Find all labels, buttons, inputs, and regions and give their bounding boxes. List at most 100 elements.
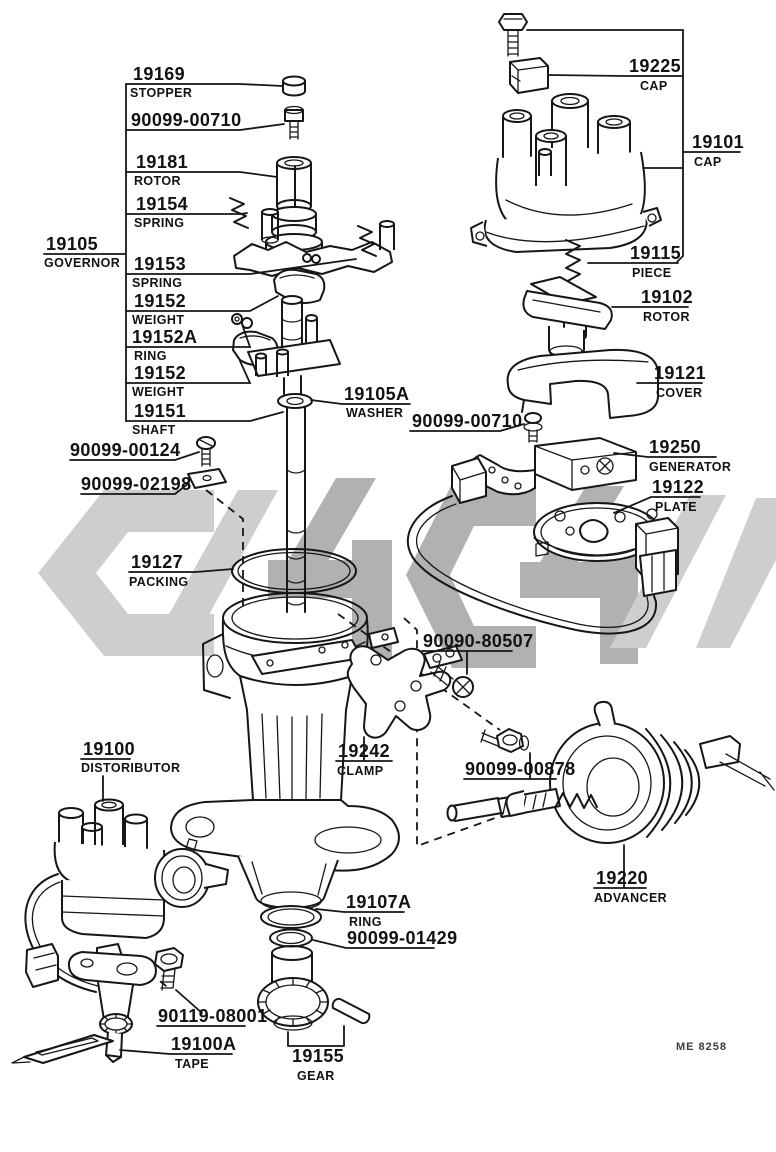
svg-text:90099-00710: 90099-00710 [131,110,242,130]
svg-text:19151: 19151 [134,401,186,421]
drawing-cap-assembly [470,13,662,342]
svg-text:SHAFT: SHAFT [132,423,176,437]
svg-text:90090-80507: 90090-80507 [423,631,534,651]
drawing-advancer [446,700,775,844]
svg-text:ROTOR: ROTOR [134,174,181,188]
svg-text:90099-00878: 90099-00878 [465,759,576,779]
svg-text:SPRING: SPRING [132,276,182,290]
svg-text:CAP: CAP [694,155,722,169]
svg-text:RING: RING [134,349,167,363]
svg-text:ROTOR: ROTOR [643,310,690,324]
svg-text:CAP: CAP [640,79,668,93]
svg-text:19105: 19105 [46,234,98,254]
svg-text:19107A: 19107A [346,892,411,912]
svg-text:CLAMP: CLAMP [337,764,383,778]
svg-text:19101: 19101 [692,132,744,152]
svg-text:19100A: 19100A [171,1034,236,1054]
drawing-clamp-screws [346,645,530,753]
label-19100A: 19100A TAPE [119,1034,236,1071]
svg-text:19152A: 19152A [132,327,197,347]
svg-text:GENERATOR: GENERATOR [649,460,731,474]
svg-text:19152: 19152 [134,363,186,383]
svg-text:PLATE: PLATE [655,500,697,514]
svg-text:STOPPER: STOPPER [130,86,192,100]
svg-text:19153: 19153 [134,254,186,274]
svg-text:19105A: 19105A [344,384,409,404]
svg-text:19169: 19169 [133,64,185,84]
svg-text:PIECE: PIECE [632,266,672,280]
drawing-generator-plate [406,437,679,635]
drawing-housing-and-shaft [170,406,400,1031]
svg-text:COVER: COVER [656,386,702,400]
svg-text:GOVERNOR: GOVERNOR [44,256,120,270]
svg-text:SPRING: SPRING [134,216,184,230]
svg-text:WASHER: WASHER [346,406,403,420]
svg-text:RING: RING [349,915,382,929]
svg-text:19100: 19100 [83,739,135,759]
drawing-weights-cluster [231,268,341,409]
svg-text:19220: 19220 [596,868,648,888]
svg-text:19115: 19115 [630,243,681,263]
drawing-distributor-unit [11,798,229,1064]
label-90090-80507: 90090-80507 [421,631,534,675]
drawing-left-screws [187,436,227,489]
svg-text:DISTORIBUTOR: DISTORIBUTOR [81,761,180,775]
svg-text:19250: 19250 [649,437,701,457]
label-19107A: 19107A RING [315,892,411,929]
label-90099-00878: 90099-00878 [463,752,576,780]
label-90099-00710-top: 90099-00710 [125,110,285,131]
label-90099-00710-mid: 90099-00710 [409,411,525,432]
svg-text:19127: 19127 [131,552,183,572]
svg-text:19121: 19121 [654,363,706,383]
svg-text:19155: 19155 [292,1046,344,1066]
svg-text:19181: 19181 [136,152,188,172]
svg-text:TAPE: TAPE [175,1057,209,1071]
svg-text:PACKING: PACKING [129,575,189,589]
drawing-rotor-cover [506,276,659,443]
label-19105A: 19105A WASHER [310,384,411,420]
figure-code: ME 8258 [676,1041,727,1053]
svg-text:19225: 19225 [629,56,681,76]
svg-text:90099-00124: 90099-00124 [70,440,181,460]
svg-text:19102: 19102 [641,287,693,307]
svg-text:90099-01429: 90099-01429 [347,928,458,948]
label-90099-00124: 90099-00124 [69,440,200,461]
label-19152A: 19152A RING [125,326,252,363]
svg-text:19152: 19152 [134,291,186,311]
label-90099-01429: 90099-01429 [312,928,458,949]
svg-text:WEIGHT: WEIGHT [132,313,184,327]
label-90099-02198: 90099-02198 [80,474,191,495]
svg-text:19154: 19154 [136,194,188,214]
svg-text:19242: 19242 [338,741,390,761]
cap-group-bracket [526,29,684,263]
label-90119-08001: 90119-08001 [156,989,268,1027]
svg-text:GEAR: GEAR [297,1069,335,1083]
drawing-governor-cluster [229,75,395,277]
svg-text:90099-00710: 90099-00710 [412,411,523,431]
svg-text:19122: 19122 [652,477,704,497]
svg-text:90119-08001: 90119-08001 [158,1006,268,1026]
